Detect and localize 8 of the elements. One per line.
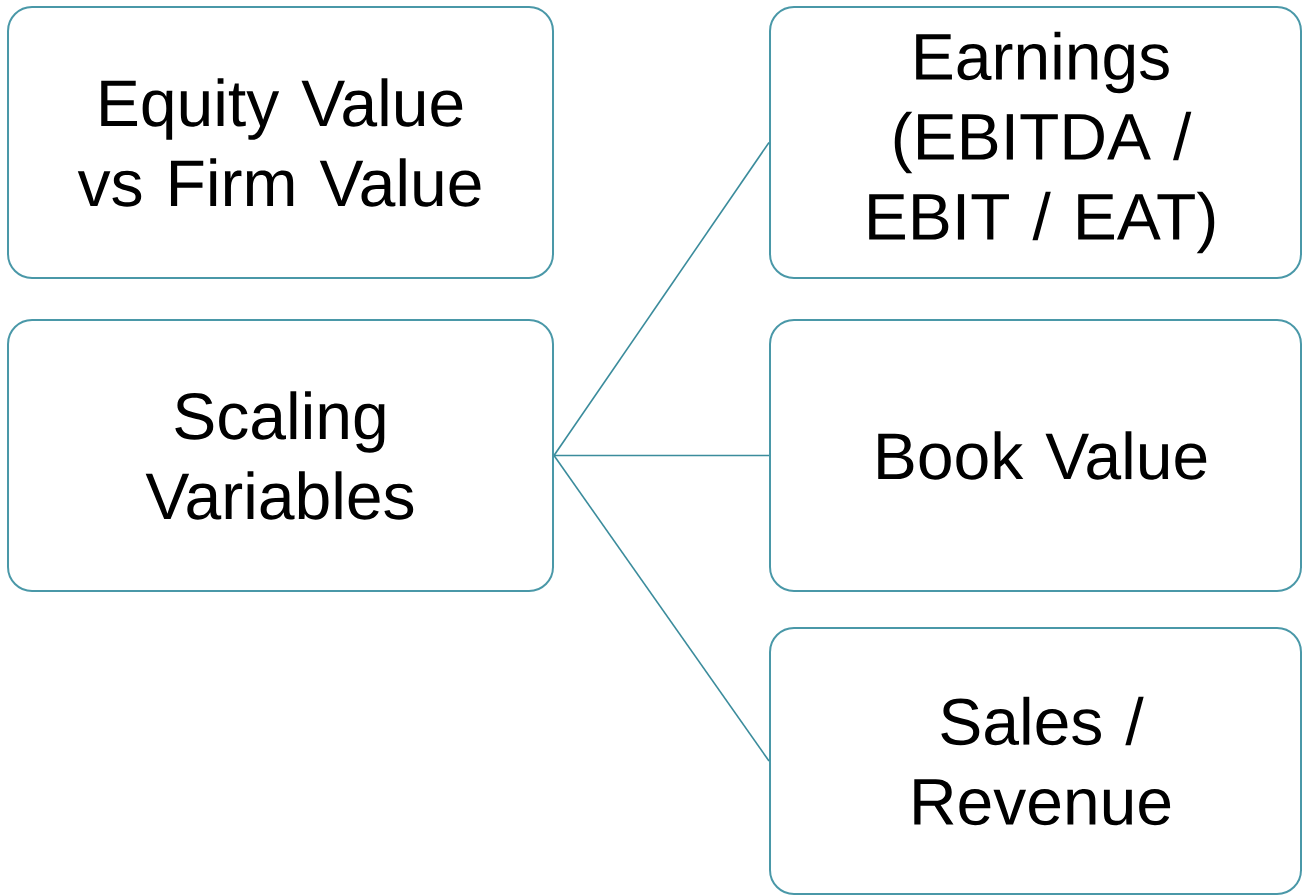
connector-line: [553, 454, 770, 457]
text-box: Book Value: [769, 319, 1302, 592]
connector-line: [553, 454, 770, 762]
text-box: Equity Value vs Firm Value: [7, 6, 554, 279]
text-box: Sales / Revenue: [769, 627, 1302, 895]
connector-line: [553, 141, 770, 457]
text-box: Scaling Variables: [7, 319, 554, 592]
text-box: Earnings (EBITDA / EBIT / EAT): [769, 6, 1302, 279]
